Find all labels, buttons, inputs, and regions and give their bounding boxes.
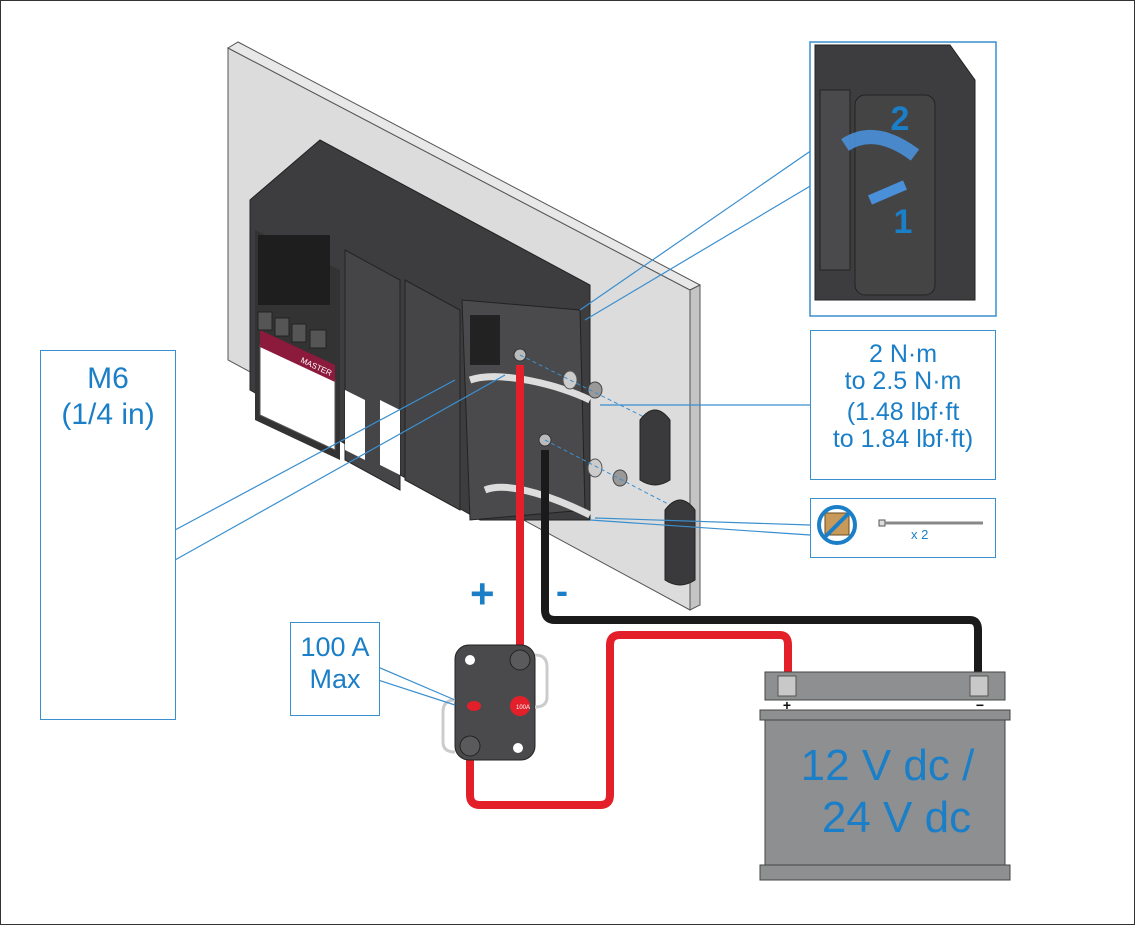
slide-arrow-icon	[868, 180, 907, 205]
terminal-size: M6	[87, 362, 129, 395]
battery-voltage-label: 12 V dc / 24 V dc	[775, 740, 1000, 844]
battery-voltage-12v: 12 V dc /	[800, 741, 975, 790]
torque-min-imperial: (1.48 lbf·ft	[846, 398, 960, 426]
negative-cable	[541, 450, 982, 672]
terminal-size-imperial: (1/4 in)	[61, 398, 155, 431]
positive-cable-battery	[466, 631, 792, 809]
torque-callout: 2 N·m to 2.5 N·m (1.48 lbf·ft to 1.84 lb…	[810, 330, 996, 480]
rotate-arrow-icon	[841, 130, 920, 161]
battery-voltage-24v: 24 V dc	[821, 793, 972, 842]
cable-tie-quantity: x 2	[911, 527, 929, 542]
battery: + −	[759, 671, 1011, 881]
step-2-label: 2	[891, 100, 910, 138]
master-label-band	[260, 330, 335, 382]
positive-polarity-mark: +	[470, 570, 495, 617]
fuse-max-label: Max	[309, 664, 361, 694]
breaker-rating: 100A	[516, 705, 530, 711]
terminal-size-callout: M6 (1/4 in)	[40, 350, 176, 720]
battery-plus-mark: +	[783, 697, 791, 713]
fuse-rating-callout: 100 A Max	[290, 622, 380, 716]
cable-tie-illustration	[817, 505, 983, 545]
cable-tie-callout: x 2	[810, 498, 996, 558]
inset-detail: 2 1	[809, 41, 997, 317]
display-screen	[258, 235, 330, 305]
fuse-current-rating: 100 A	[300, 632, 370, 662]
device-assembly: MASTER	[249, 139, 592, 521]
negative-polarity-mark: -	[556, 570, 568, 611]
leader-lines	[174, 149, 813, 706]
torque-min-metric: 2 N·m	[868, 340, 938, 368]
terminal-cap-bottom	[664, 499, 696, 586]
cables	[466, 365, 982, 809]
prohibited-icon	[817, 505, 857, 545]
step-1-label: 1	[894, 203, 913, 241]
terminal-cap-top	[639, 409, 671, 486]
circuit-breaker: 100A	[441, 644, 549, 761]
torque-max-imperial: to 1.84 lbf·ft)	[832, 425, 974, 453]
torque-max-metric: to 2.5 N·m	[844, 367, 962, 395]
battery-minus-mark: −	[976, 697, 984, 713]
